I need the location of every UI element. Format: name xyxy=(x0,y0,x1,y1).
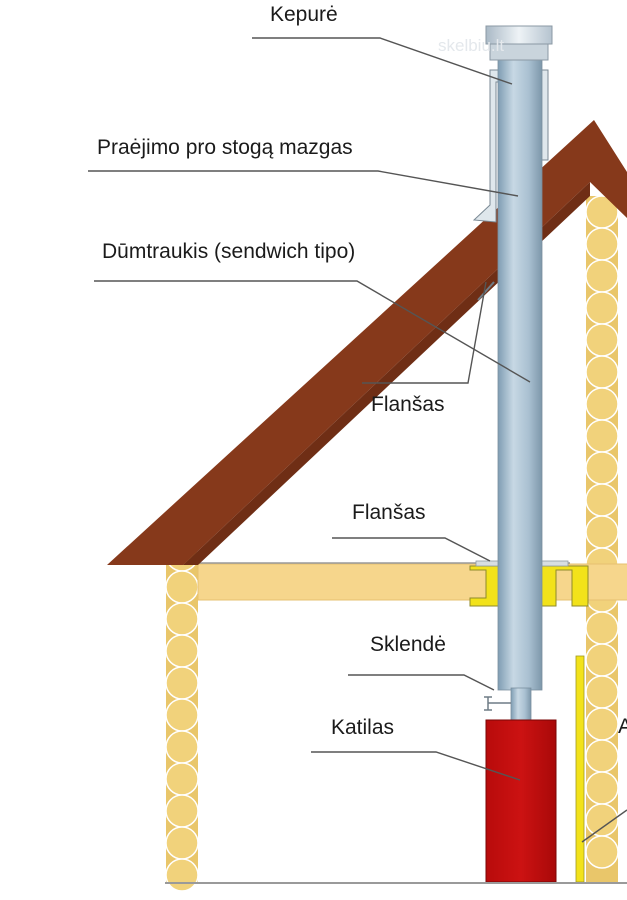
leader-kepure xyxy=(252,37,513,85)
boiler xyxy=(485,719,557,883)
label-right-cut: A xyxy=(618,715,627,738)
leader-boiler xyxy=(311,751,521,781)
log xyxy=(165,570,199,604)
log xyxy=(585,227,619,261)
log xyxy=(165,762,199,796)
log xyxy=(585,675,619,709)
chimney-pipe xyxy=(497,57,543,691)
leader-lines xyxy=(88,37,627,843)
log xyxy=(585,739,619,773)
log xyxy=(585,771,619,805)
log xyxy=(165,666,199,700)
log xyxy=(165,634,199,668)
log xyxy=(165,602,199,636)
leader-flange-roof xyxy=(362,281,487,384)
roof-passage-node xyxy=(472,69,549,223)
log-wall-left xyxy=(165,538,199,892)
label-roof-passage: Praėjimo pro stogą mazgas xyxy=(97,136,353,159)
log xyxy=(165,730,199,764)
log xyxy=(165,698,199,732)
damper-pipe xyxy=(510,687,532,723)
label-flange-ceiling: Flanšas xyxy=(352,501,426,524)
log xyxy=(585,323,619,357)
log xyxy=(585,451,619,485)
label-damper: Sklendė xyxy=(370,633,446,656)
leader-chimney xyxy=(94,280,531,383)
kepure-cap-body xyxy=(489,43,549,61)
damper-handle xyxy=(484,696,511,711)
log xyxy=(165,794,199,828)
log xyxy=(585,611,619,645)
roof-flange-edge xyxy=(477,281,495,301)
label-flange-roof: Flanšas xyxy=(371,393,445,416)
log xyxy=(585,259,619,293)
label-chimney: Dūmtraukis (sendwich tipo) xyxy=(102,240,356,263)
log-wall-right xyxy=(585,195,619,883)
watermark: skelbiu.lt xyxy=(438,36,505,55)
log xyxy=(585,291,619,325)
leader-roof-passage xyxy=(88,170,519,197)
log xyxy=(585,515,619,549)
right-yellow-strip xyxy=(575,655,585,883)
log xyxy=(165,826,199,860)
log xyxy=(585,419,619,453)
log xyxy=(585,835,619,869)
log xyxy=(585,355,619,389)
roof-slope-shadow xyxy=(183,182,590,565)
leader-right-cut xyxy=(581,809,627,843)
log xyxy=(165,858,199,892)
log xyxy=(585,643,619,677)
label-boiler: Katilas xyxy=(331,716,395,739)
log xyxy=(585,483,619,517)
leader-flange-ceiling xyxy=(332,537,491,562)
label-kepure: Kepurė xyxy=(270,3,338,26)
log xyxy=(585,707,619,741)
log xyxy=(585,387,619,421)
roof-slope xyxy=(107,120,627,565)
leader-damper xyxy=(348,674,495,691)
